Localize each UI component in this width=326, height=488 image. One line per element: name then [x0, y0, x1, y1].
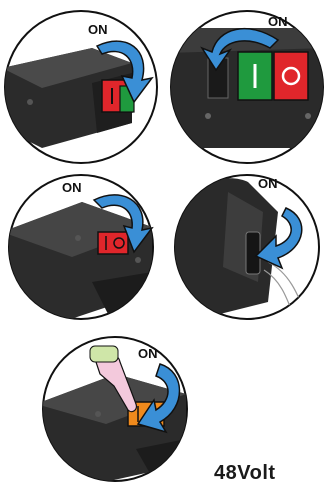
panel-2-callout: ON	[268, 14, 288, 29]
panel-5-illustration	[36, 334, 194, 484]
panel-2	[168, 8, 326, 166]
panel-2-illustration	[168, 8, 326, 166]
panel-4	[168, 172, 326, 322]
on-switch-icon	[246, 232, 260, 274]
panel-1	[2, 8, 160, 166]
voltage-label: 48Volt	[214, 462, 276, 485]
on-switch-icon	[98, 232, 128, 254]
panel-4-illustration	[168, 172, 326, 322]
panel-4-callout: ON	[258, 176, 278, 191]
panel-1-callout: ON	[88, 22, 108, 37]
panel-5-callout: ON	[138, 346, 158, 361]
panel-1-illustration	[2, 8, 160, 166]
panel-3-callout: ON	[62, 180, 82, 195]
panel-5	[36, 334, 194, 484]
